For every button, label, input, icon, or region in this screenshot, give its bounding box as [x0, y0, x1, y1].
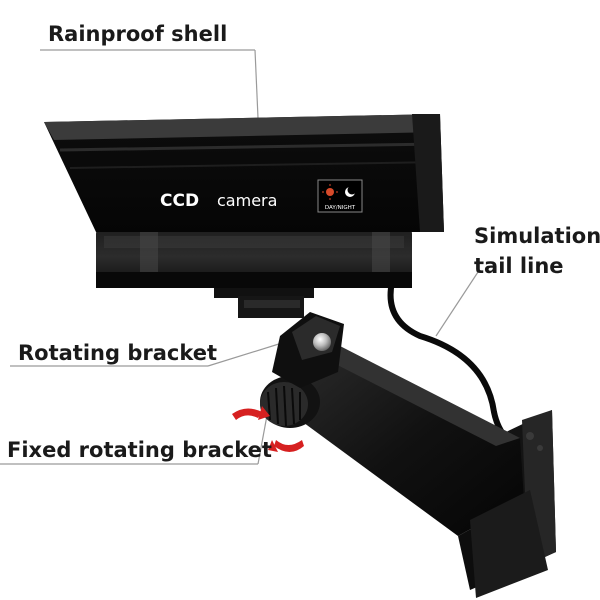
label-simulation-tail-line-2: tail line — [474, 254, 564, 278]
moon-icon — [345, 185, 357, 197]
camera-body — [96, 226, 412, 288]
rainproof-shell — [44, 114, 444, 232]
rotation-arrows-icon — [232, 406, 304, 452]
rotating-bracket-arm — [272, 312, 344, 388]
bracket-knob — [313, 333, 331, 351]
day-night-badge: DAY/NIGHT — [317, 179, 363, 213]
fixed-bracket-arm — [290, 346, 548, 598]
leader-line-simulation-tail — [435, 271, 479, 337]
label-rotating-bracket: Rotating bracket — [18, 341, 218, 365]
label-fixed-rotating-bracket: Fixed rotating bracket — [7, 438, 272, 462]
leader-line-rainproof-shell-diagonal — [254, 49, 259, 119]
sensor-badge-text: DAY/NIGHT — [325, 205, 356, 211]
rotating-joint — [260, 376, 320, 428]
sun-icon — [322, 184, 338, 200]
label-simulation-tail-line-1: Simulation — [474, 224, 600, 248]
simulation-tail-cable — [387, 279, 515, 447]
leader-line-fixed-bracket-diagonal — [257, 409, 269, 465]
leader-line-rotating-bracket-diagonal — [207, 342, 283, 367]
label-rainproof-shell: Rainproof shell — [48, 22, 228, 46]
camera-model-text: camera — [217, 191, 277, 210]
camera-brand-text: CCD — [160, 191, 199, 211]
label-simulation-tail-line: Simulation tail line — [474, 221, 600, 281]
leader-lines — [0, 49, 479, 465]
